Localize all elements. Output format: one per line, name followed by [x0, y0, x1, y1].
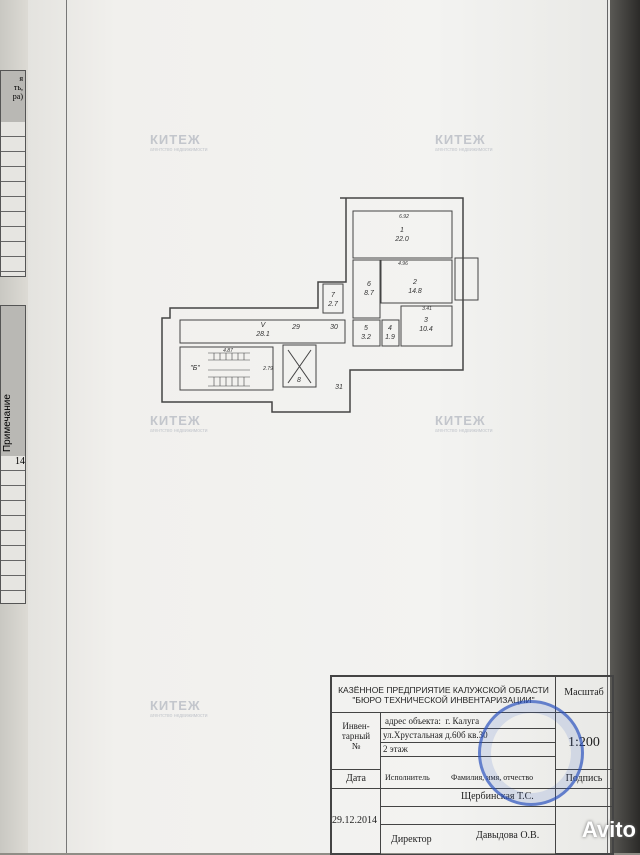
room-number: V: [261, 322, 267, 329]
official-seal: [478, 700, 584, 806]
room-number: 5: [364, 325, 368, 332]
executor-name: Щербинская Т.С.: [461, 791, 534, 802]
mark: 31: [335, 384, 343, 391]
mark: 30: [330, 324, 338, 331]
room-area: 3.2: [361, 334, 371, 341]
room-area: 2.7: [327, 301, 339, 308]
room-number: 1: [400, 227, 404, 234]
dimension: 6.92: [399, 214, 409, 220]
mark: 29: [291, 324, 300, 331]
room-area: 28.1: [255, 331, 270, 338]
page-frame: [66, 0, 608, 853]
header-fragment: ть,: [13, 83, 23, 92]
street: ул.Хрустальная д.60б кв.30: [383, 730, 488, 740]
left-table-bottom: Примечание 14: [0, 305, 26, 604]
left-table-top: я ть, ра): [0, 70, 26, 277]
title-block: КАЗЁННОЕ ПРЕДПРИЯТИЕ КАЛУЖСКОЙ ОБЛАСТИ"Б…: [330, 675, 614, 855]
room-area: 1.9: [385, 334, 395, 341]
header-fragment: ра): [12, 92, 23, 101]
address-label: адрес объекта: г. Калуга: [385, 716, 480, 726]
background: [610, 0, 640, 853]
avito-watermark: Avito: [581, 817, 636, 842]
city: г. Калуга: [445, 716, 480, 726]
row-number: 14: [1, 456, 25, 471]
room-number: 2: [412, 279, 417, 286]
room-area: 14.8: [408, 288, 422, 295]
director-name: Давыдова О.В.: [476, 830, 540, 841]
room-number: 7: [331, 292, 336, 299]
dimension: 4.87: [223, 348, 233, 354]
room-number: 6: [367, 281, 371, 288]
dimension: 4.96: [398, 261, 408, 267]
floor: 2 этаж: [383, 744, 408, 754]
executor-label: Исполнитель: [385, 773, 430, 782]
adjacent-page: я ть, ра) Примечание 14: [0, 0, 30, 853]
date-value: 29.12.2014: [331, 788, 381, 854]
date-label: Дата: [331, 769, 381, 789]
room-number: 8: [297, 377, 301, 384]
room-number: 3: [424, 317, 428, 324]
inventory-label: Инвен-тарный №: [331, 712, 381, 770]
dimension: 2.79: [262, 366, 273, 372]
dimension: 3.41: [422, 306, 432, 312]
scale-label: Масштаб: [555, 676, 613, 713]
room-area: 8.7: [364, 290, 375, 297]
room-area: 10.4: [419, 326, 433, 333]
room-area: 22.0: [394, 236, 409, 243]
room-number: "Б": [190, 365, 200, 372]
director-label: Директор: [391, 834, 432, 845]
header-fragment: я: [19, 74, 23, 83]
room-number: 4: [388, 325, 392, 332]
